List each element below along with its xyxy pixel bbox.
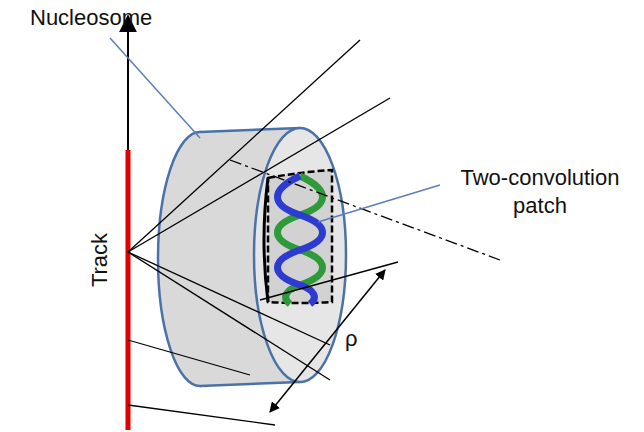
dimension-extension [128, 405, 275, 425]
dimension-arrow [270, 270, 385, 412]
track-line [126, 150, 131, 430]
track-label: Track [86, 230, 114, 290]
leader-line [110, 38, 200, 138]
patch-label: Two-convolution patch [450, 164, 630, 220]
cylinder-axis [230, 160, 500, 260]
patch-edge [264, 178, 268, 302]
projection-lines [128, 40, 390, 380]
dimension-extension [260, 262, 398, 300]
nucleosome-label: Nucleosome [30, 4, 210, 32]
cylinder-edge [200, 382, 300, 386]
rho-label: ρ [345, 325, 375, 353]
cylinder-face [254, 128, 346, 382]
cylinder-edge [200, 128, 300, 132]
leader-line [318, 185, 440, 222]
